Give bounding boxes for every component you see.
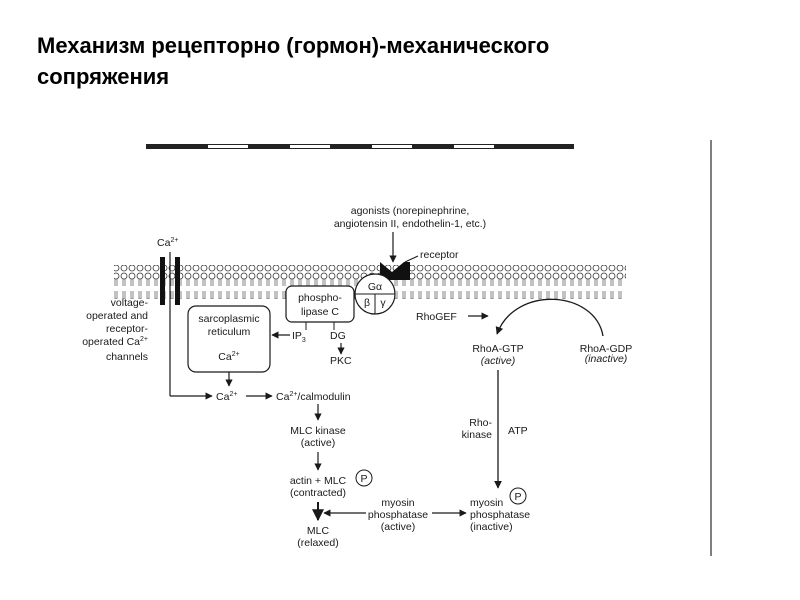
slide-title-line-1: Механизм рецепторно (гормон)-механическо…: [37, 33, 550, 58]
rhoa-gdp-state: (inactive): [585, 353, 628, 365]
rho-kinase-label-line-2: kinase: [462, 429, 493, 441]
mlc-relaxed-label-line-2: (relaxed): [297, 537, 338, 549]
phosphate-label-contracted: P: [360, 473, 367, 485]
myosin-phosphatase-active-line-1: myosin: [381, 497, 414, 509]
sr-ca-label: Ca2+: [218, 351, 239, 363]
phospholipase-c-box: [285, 285, 355, 323]
dg-label: DG: [330, 330, 346, 342]
receptor-icon: [380, 262, 410, 280]
myosin-phosphatase-inactive-line-2: phosphatase: [470, 509, 530, 521]
pkc-label: PKC: [330, 355, 352, 367]
sr-label-line-1: sarcoplasmic: [198, 313, 259, 325]
mlc-kinase-label-line-1: MLC kinase: [290, 425, 346, 437]
ip3-label: IP3: [292, 330, 306, 344]
phosphate-label-inactive: P: [514, 491, 521, 503]
mlc-relaxed-label-line-1: MLC: [307, 525, 330, 537]
svg-text:channels: channels: [106, 351, 148, 363]
rhogef-label: RhoGEF: [416, 311, 457, 323]
top-divider-bar: [146, 144, 574, 149]
myosin-phosphatase-active-line-2: phosphatase: [368, 509, 428, 521]
rhoa-gtp-label: RhoA-GTP: [472, 343, 523, 355]
myosin-phosphatase-active-line-3: (active): [381, 521, 415, 533]
rhoa-gdp-label: RhoA-GDP: [580, 343, 633, 355]
agonists-label-line-2: angiotensin II, endothelin-1, etc.): [334, 218, 486, 230]
g-protein-icon: [354, 273, 396, 315]
atp-label: ATP: [508, 425, 528, 437]
slide-title: Механизм рецепторно (гормон)-механическо…: [37, 30, 757, 92]
mlc-kinase-label-line-2: (active): [301, 437, 335, 449]
ca-cytosol-label: Ca2+: [216, 391, 237, 403]
rho-kinase-label-line-1: Rho-: [469, 417, 492, 429]
rhoa-gtp-state: (active): [481, 355, 515, 367]
actin-mlc-label-line-2: (contracted): [290, 487, 346, 499]
g-alpha-label: Gα: [368, 281, 382, 293]
actin-mlc-label-line-1: actin + MLC: [290, 475, 347, 487]
phosphate-icon: [355, 469, 373, 487]
rhoa-cycle-arc: [495, 298, 604, 337]
g-gamma-label: γ: [380, 297, 386, 309]
agonists-label-line-1: agonists (norepinephrine,: [351, 205, 470, 217]
plc-label-line-2: lipase C: [301, 306, 339, 318]
myosin-phosphatase-inactive-line-3: (inactive): [470, 521, 513, 533]
channels-label-line-4: operated Ca2+: [82, 336, 148, 348]
channels-label: voltage- operated and receptor- operated…: [82, 297, 148, 363]
slide-title-line-2: сопряжения: [37, 64, 170, 89]
ca-ion-label: Ca2+: [157, 237, 178, 249]
svg-text:receptor-: receptor-: [106, 323, 149, 335]
g-beta-label: β: [364, 297, 370, 309]
myosin-phosphatase-inactive-line-1: myosin: [470, 497, 503, 509]
sr-label-line-2: reticulum: [208, 326, 251, 338]
receptor-label: receptor: [420, 249, 459, 261]
svg-text:operated and: operated and: [86, 310, 148, 322]
svg-text:voltage-: voltage-: [111, 297, 149, 309]
plc-label-line-1: phospho-: [298, 292, 342, 304]
calcium-channel-icon: [160, 257, 180, 305]
ca-calmodulin-label: Ca2+/calmodulin: [276, 391, 351, 403]
phosphate-icon: [509, 487, 527, 505]
